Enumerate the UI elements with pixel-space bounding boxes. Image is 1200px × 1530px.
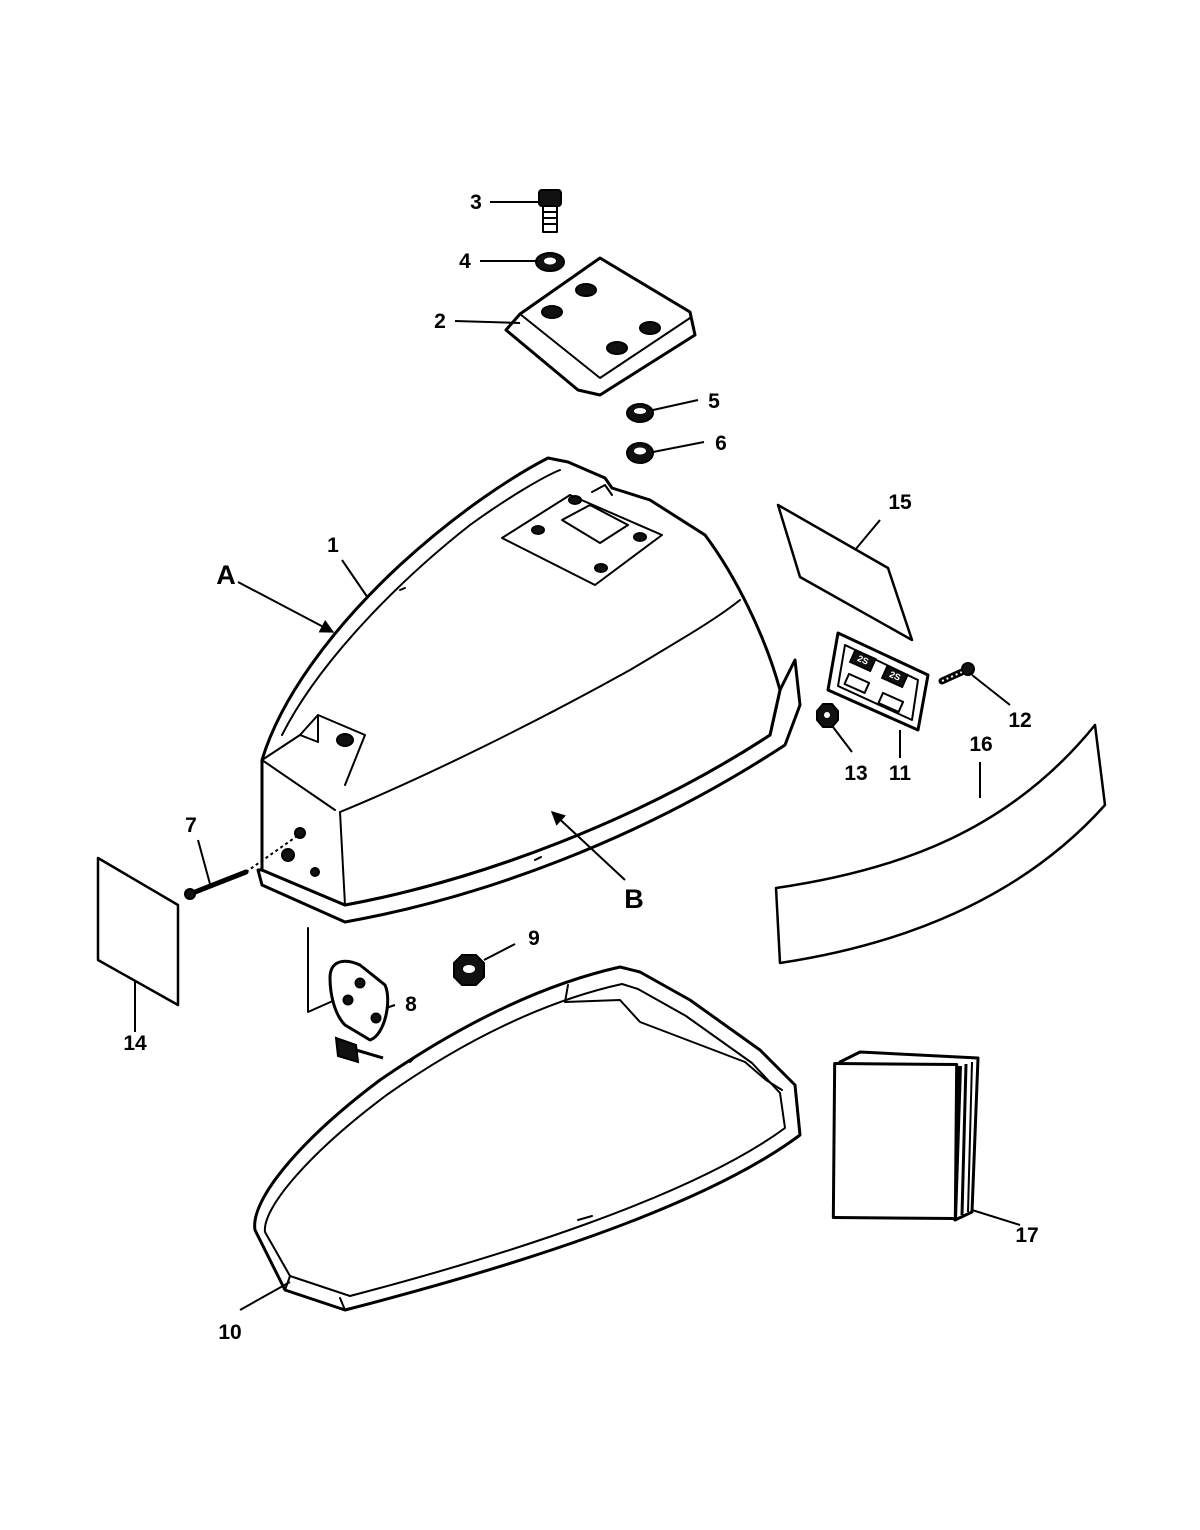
view-label-b: B — [624, 884, 644, 914]
part-13-nut — [816, 703, 839, 728]
callout-12: 12 — [1008, 709, 1031, 732]
part-2-top-plate — [504, 256, 697, 397]
part-12-screw — [938, 662, 975, 685]
callout-5: 5 — [708, 390, 720, 413]
part-17-manual — [831, 1050, 980, 1222]
callout-2: 2 — [434, 310, 446, 333]
part-1-engine-cover — [256, 456, 802, 924]
callout-7: 7 — [185, 814, 197, 837]
callout-labels: 3 4 2 5 6 1 7 8 9 10 11 12 13 14 15 16 1… — [123, 191, 1038, 1344]
callout-3: 3 — [470, 191, 482, 214]
part-14-decal — [96, 856, 180, 1007]
part-5-grommet — [626, 403, 654, 423]
part-11-label-plate: 2S 2S — [826, 631, 930, 732]
part-6-nut — [626, 442, 654, 464]
plate-text-left: 2S — [856, 653, 870, 667]
callout-14: 14 — [123, 1032, 147, 1055]
callout-8: 8 — [405, 993, 417, 1016]
part-16-decal — [774, 723, 1107, 965]
callout-1: 1 — [327, 534, 339, 557]
callout-13: 13 — [844, 762, 867, 785]
view-arrows — [237, 581, 626, 881]
callout-6: 6 — [715, 432, 727, 455]
part-15-decal — [776, 503, 914, 642]
view-label-a: A — [216, 560, 236, 590]
callout-10: 10 — [218, 1321, 241, 1344]
callout-11: 11 — [889, 762, 912, 785]
part-3-screw — [538, 189, 562, 233]
callout-4: 4 — [459, 250, 471, 273]
part-7-pin — [184, 833, 301, 900]
leader-lines — [134, 201, 1021, 1311]
callout-16: 16 — [969, 733, 992, 756]
part-8-latch — [307, 927, 390, 1064]
part-10-seal — [253, 965, 802, 1312]
part-9-nut — [453, 954, 485, 986]
callout-15: 15 — [888, 491, 912, 514]
callout-9: 9 — [528, 927, 540, 950]
plate-text-right: 2S — [888, 669, 902, 683]
callout-17: 17 — [1015, 1224, 1038, 1247]
part-4-washer — [535, 252, 565, 272]
